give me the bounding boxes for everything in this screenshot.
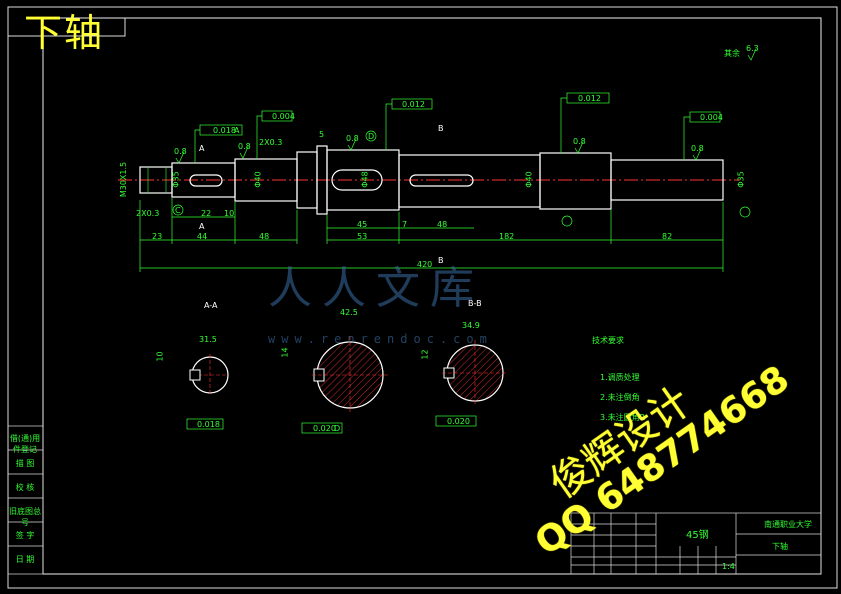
section-mark-b1: B [438, 124, 444, 133]
sec-c-width: 34.9 [462, 321, 480, 330]
dim-thread: M30X1.5 [119, 161, 129, 198]
dim-chamfer-2: 2X0.3 [259, 138, 283, 147]
sec-a-width: 31.5 [199, 335, 217, 344]
tech-req-heading: 技术要求 [592, 336, 624, 345]
tech-req-line3: 3.未注圆角R [600, 413, 646, 422]
roughness-2: 0.8 [238, 142, 251, 151]
tech-req-line1: 1.调质处理 [600, 373, 640, 382]
section-mark-a2: A [199, 222, 205, 231]
title-block-grid [570, 512, 822, 575]
dim-82: 82 [662, 232, 673, 241]
section-c [442, 340, 508, 406]
dim-dia-4: Φ40 [524, 171, 534, 188]
sec-tol-1: 0.018 [197, 420, 220, 429]
dimension-lines [139, 97, 724, 272]
dim-53: 53 [357, 232, 368, 241]
dim-44: 44 [197, 232, 208, 241]
section-b [312, 336, 390, 414]
tol-3: 0.012 [402, 100, 425, 109]
dim-5: 5 [319, 130, 325, 139]
dim-dia-5: Φ35 [736, 171, 746, 188]
dim-dia-3: Φ48 [360, 171, 370, 188]
tech-req-line2: 2.未注倒角 [600, 393, 640, 402]
side-label-5: 签 字 [15, 531, 35, 540]
side-label-1: 借(通)用件登记 [9, 434, 41, 454]
tol-2: 0.004 [272, 112, 295, 121]
shaft-outline [139, 145, 724, 215]
side-strip [7, 425, 44, 575]
dim-chamfer-1: 2X0.3 [136, 209, 160, 218]
sec-datum: D [334, 424, 341, 433]
title-part-name: 下轴 [772, 542, 788, 551]
sec-b-height: 14 [280, 347, 290, 358]
watermark-logo: 人人文库 [268, 263, 484, 314]
inner-border [42, 17, 822, 575]
surface-note: 其余 [724, 49, 740, 58]
roughness-3: 0.8 [346, 134, 359, 143]
roughness-1: 0.8 [174, 147, 187, 156]
drawing-title: 下轴 [24, 11, 105, 55]
sec-a-height: 10 [155, 351, 165, 362]
dim-7: 7 [402, 220, 408, 229]
section-title-aa: A-A [204, 301, 218, 310]
side-label-4: 旧底图总号 [9, 507, 41, 527]
dim-dia-1: Φ35 [171, 171, 181, 188]
title-scale: 1:4 [722, 562, 735, 571]
dim-23: 23 [152, 232, 163, 241]
roughness-4: 0.8 [573, 137, 586, 146]
dim-total: 420 [417, 260, 433, 269]
datum-d: D [368, 132, 375, 141]
sec-c-height: 12 [420, 349, 430, 360]
title-school: 南通职业大学 [764, 520, 812, 529]
side-label-3: 校 核 [15, 483, 35, 492]
dim-10: 10 [224, 209, 235, 218]
outer-border [7, 6, 838, 589]
roughness-5: 0.8 [691, 144, 704, 153]
tol-1: 0.018 [213, 126, 236, 135]
side-label-6: 日 期 [15, 555, 35, 564]
dim-48: 48 [259, 232, 270, 241]
datum-c: C [175, 206, 181, 215]
section-title-bb: B-B [468, 299, 482, 308]
tol-4: 0.012 [578, 94, 601, 103]
dim-182: 182 [499, 232, 515, 241]
tol-datum: A [234, 126, 240, 135]
sec-b-width: 42.5 [340, 308, 358, 317]
sec-tol-2: 0.020 [313, 424, 336, 433]
dim-dia-2: Φ40 [253, 171, 263, 188]
watermark-url: www.renrendoc.com [268, 332, 493, 346]
dim-45: 45 [357, 220, 368, 229]
sec-tol-3: 0.020 [447, 417, 470, 426]
section-a [189, 354, 229, 396]
tol-5: 0.004 [700, 113, 723, 122]
title-material: 45钢 [686, 530, 709, 541]
section-mark-a1: A [199, 144, 205, 153]
side-label-2: 描 图 [15, 459, 35, 468]
dim-22: 22 [201, 209, 212, 218]
dim-48b: 48 [437, 220, 448, 229]
surface-note-value: 6.3 [746, 44, 759, 53]
section-mark-b2: B [438, 256, 444, 265]
